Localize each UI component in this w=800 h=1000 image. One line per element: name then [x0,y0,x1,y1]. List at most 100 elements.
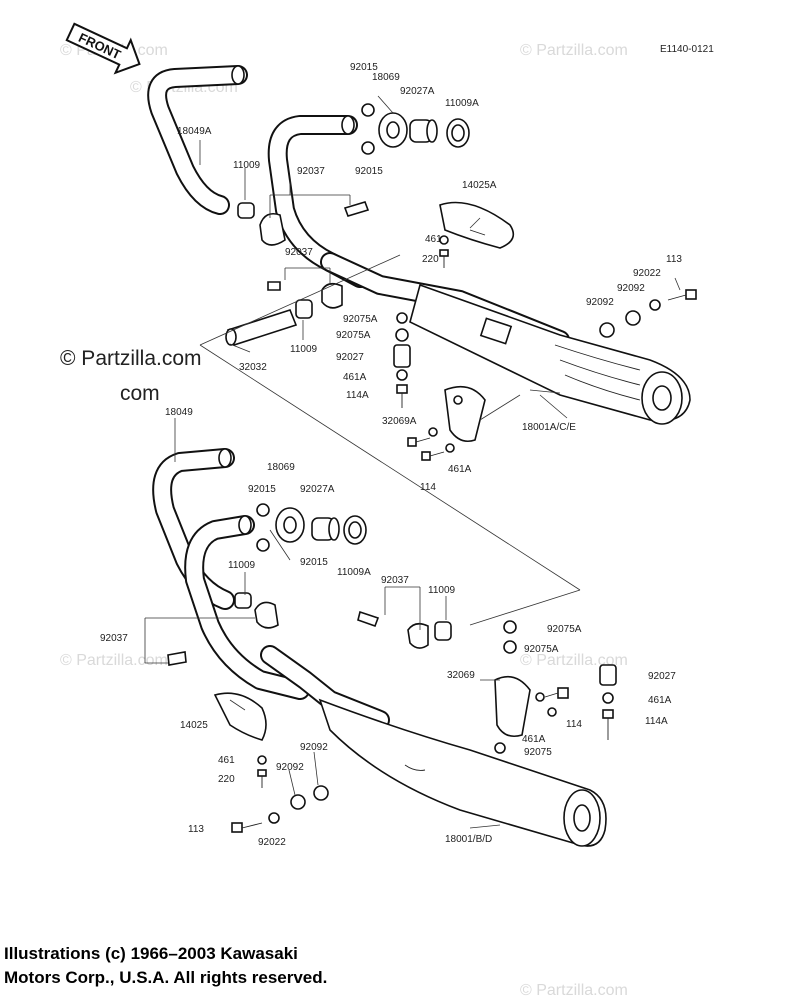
label-18001BD: 18001/B/D [445,834,492,845]
bolt-114-bottom [544,687,569,699]
heat-guard-14025 [213,692,267,741]
watermark-prominent-2: com [120,382,160,405]
label-114A: 114A [346,390,369,401]
clamp-92037-a [259,201,370,246]
bracket-hole [453,395,463,405]
collar-92027-bottom [599,664,617,686]
label-92037-right: 92037 [381,575,409,586]
header-pipe-18049 [152,448,235,610]
label-92027-bottom: 92027 [648,671,676,682]
grommet-92092-bottom [290,794,306,810]
label-18049: 18049 [165,407,193,418]
label-114A-bottom: 114A [645,716,668,727]
label-18001ACE: 18001A/C/E [522,422,576,433]
nut-92075A-bottom-2 [503,640,517,654]
label-92037-left: 92037 [100,633,128,644]
bolt-113-bottom [231,822,263,833]
clamp-92037-left [167,601,279,666]
front-arrow-icon: FRONT [65,22,141,75]
clamp-92037-right [357,610,429,649]
label-461-bottom: 461 [218,755,235,766]
bolt-113 [667,289,697,301]
label-92015-top: 92015 [350,62,378,73]
gasket-11009-bottom [234,592,252,609]
nut-92075A-bottom [503,620,517,634]
watermark: © Partzilla.com [520,982,628,999]
label-92015-bot-bottom: 92015 [300,557,328,568]
collar-92027 [393,344,411,368]
label-461A-b-bottom: 461A [522,734,546,745]
bolt-114A-bottom [602,709,614,740]
label-11009-a-bottom: 11009 [228,560,256,571]
label-92075A-2-bottom: 92075A [524,644,559,655]
label-92037-b: 92037 [285,247,313,258]
label-11009: 11009 [233,160,261,171]
label-92092-a-bottom: 92092 [300,742,328,753]
label-92015-bottom: 92015 [355,166,383,177]
bolt-114-b [421,451,445,461]
grommet-92092-b [599,322,615,338]
label-18069-bottom: 18069 [267,462,295,473]
label-14025A: 14025A [462,180,497,191]
collector-pipe-bottom [260,645,390,730]
washer-461A-bottom [602,692,614,704]
header-pipe-18049A [147,65,248,215]
bottom-assembly [152,448,617,847]
bolt-220 [439,249,449,268]
label-220-bottom: 220 [218,774,235,785]
label-11009-b-bottom: 11009 [428,585,456,596]
copyright-line-1: Illustrations (c) 1966–2003 Kawasaki [4,944,298,963]
label-92022: 92022 [633,268,661,279]
heat-guard-14025A [439,201,515,249]
washer-92022 [649,299,661,311]
watermark: © Partzilla.com [60,652,168,669]
washer-92022-bottom [268,812,280,824]
gasket-11009A [446,118,470,148]
label-11009-b: 11009 [290,344,318,355]
collar-92027A-bottom [311,517,340,541]
label-113-bottom: 113 [188,824,204,835]
bracket-32069 [494,675,531,738]
gasket-11009 [237,202,255,219]
bolt-220-bottom [257,769,267,788]
label-92027A: 92027A [400,86,435,97]
label-92037-a: 92037 [297,166,325,177]
label-11009A: 11009A [445,98,479,109]
washer-461 [439,235,449,245]
label-18049A: 18049A [177,126,212,137]
label-92092-a: 92092 [617,283,645,294]
label-92075A-2: 92075A [336,330,371,341]
label-92092-b-bottom: 92092 [276,762,304,773]
label-114: 114 [420,482,436,493]
label-14025: 14025 [180,720,208,731]
label-92027: 92027 [336,352,364,363]
top-assembly [147,65,697,461]
nut-92075-bottom [494,742,506,754]
label-461: 461 [425,234,442,245]
copyright-line-2: Motors Corp., U.S.A. All rights reserved… [4,968,328,987]
divider-line [199,344,581,591]
label-114-bottom: 114 [566,719,582,730]
washer-461-bottom [257,755,267,765]
label-220: 220 [422,254,439,265]
label-461A-a-bottom: 461A [648,695,672,706]
label-32069: 32069 [447,670,475,681]
label-32032: 32032 [239,362,267,373]
label-18069: 18069 [372,72,400,83]
label-92075-bottom: 92075 [524,747,552,758]
bottom-leader-lines [144,418,501,829]
washer-461A-c [445,443,455,453]
label-461A-b: 461A [448,464,472,475]
top-leader-lines [199,95,681,421]
figure-code: E1140-0121 [660,44,714,55]
label-11009A-bottom: 11009A [337,567,371,578]
label-92022-bottom: 92022 [258,837,286,848]
washer-461A [396,369,408,381]
muffler-18001ACE [409,283,691,425]
label-113: 113 [666,254,682,265]
label-461A: 461A [343,372,367,383]
label-92027A-bottom: 92027A [300,484,335,495]
connector-pipe-32032 [225,309,298,346]
clamp-92037-b [267,281,343,309]
